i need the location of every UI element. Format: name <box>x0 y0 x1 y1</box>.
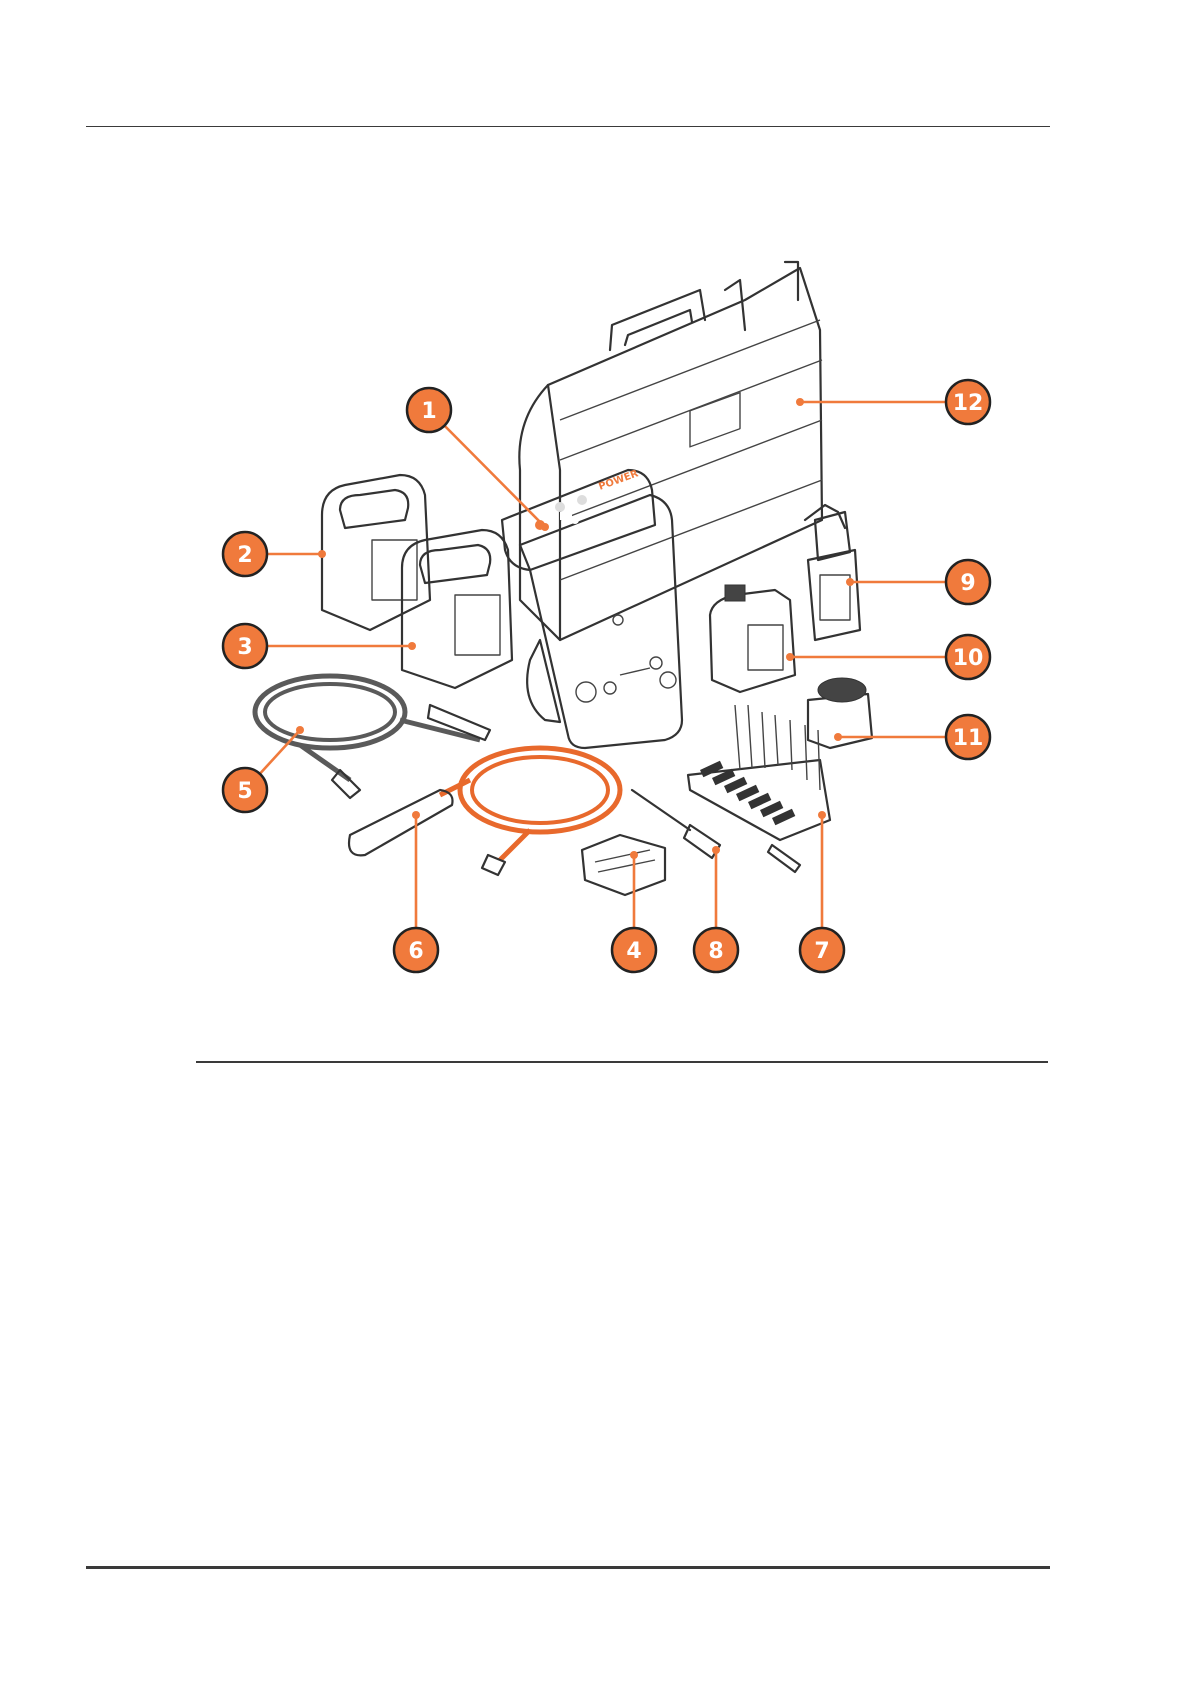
callout-9: 9 <box>946 560 990 604</box>
ground-cable-illustration <box>255 676 490 798</box>
callout-3: 3 <box>223 624 267 668</box>
canister-2-illustration <box>322 475 430 630</box>
callout-10-label: 10 <box>953 646 984 671</box>
callout-1-label: 1 <box>421 399 436 424</box>
cleaning-cloth-illustration <box>582 835 665 895</box>
callout-6-label: 6 <box>408 939 423 964</box>
callout-anchor-dots <box>296 398 854 859</box>
callout-5: 5 <box>223 768 267 812</box>
callout-2-label: 2 <box>237 543 252 568</box>
handpiece-cable-illustration <box>349 748 620 875</box>
callout-9-label: 9 <box>960 571 975 596</box>
callout-4: 4 <box>612 928 656 972</box>
carrying-case-illustration <box>519 262 822 640</box>
callout-1: 1 <box>407 388 451 432</box>
callout-8: 8 <box>694 928 738 972</box>
callout-11-label: 11 <box>953 726 984 751</box>
callout-12-label: 12 <box>953 391 984 416</box>
spray-bottle-illustration <box>805 505 860 640</box>
callout-3-label: 3 <box>237 635 252 660</box>
liquid-bottle-illustration <box>710 585 795 692</box>
callout-10: 10 <box>946 635 990 679</box>
callout-7-label: 7 <box>814 939 829 964</box>
device-brand-text: POWER <box>597 468 640 493</box>
callout-12: 12 <box>946 380 990 424</box>
callout-11: 11 <box>946 715 990 759</box>
callout-6: 6 <box>394 928 438 972</box>
callout-5-label: 5 <box>237 779 252 804</box>
callout-4-label: 4 <box>626 939 641 964</box>
callout-2: 2 <box>223 532 267 576</box>
canister-3-illustration <box>402 530 512 688</box>
callout-8-label: 8 <box>708 939 723 964</box>
callout-7: 7 <box>800 928 844 972</box>
